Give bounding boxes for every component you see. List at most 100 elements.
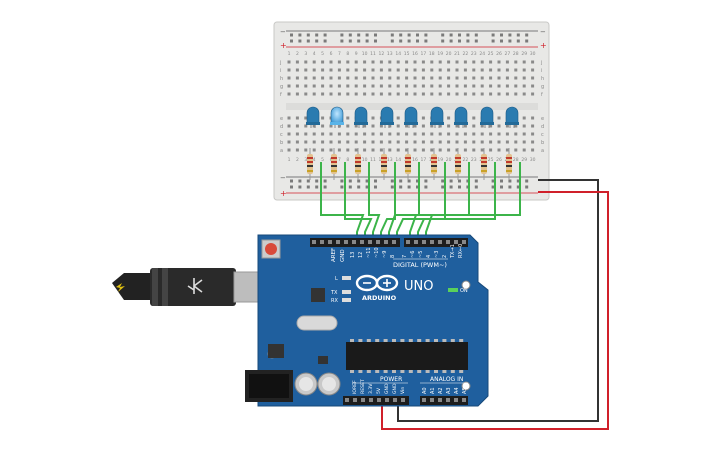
- terminal-hole[interactable]: [455, 124, 459, 128]
- terminal-hole[interactable]: [497, 132, 501, 136]
- rail-hole[interactable]: [323, 185, 327, 189]
- terminal-hole[interactable]: [329, 76, 333, 80]
- terminal-hole[interactable]: [463, 60, 467, 64]
- terminal-hole[interactable]: [396, 124, 400, 128]
- terminal-hole[interactable]: [405, 132, 409, 136]
- terminal-hole[interactable]: [337, 68, 341, 72]
- terminal-hole[interactable]: [463, 140, 467, 144]
- terminal-hole[interactable]: [447, 124, 451, 128]
- rail-hole[interactable]: [374, 39, 377, 43]
- terminal-hole[interactable]: [388, 76, 392, 80]
- rail-hole[interactable]: [500, 39, 503, 43]
- terminal-hole[interactable]: [295, 140, 299, 144]
- terminal-hole[interactable]: [480, 68, 484, 72]
- rail-hole[interactable]: [416, 39, 419, 43]
- terminal-hole[interactable]: [531, 84, 535, 88]
- terminal-hole[interactable]: [371, 92, 375, 96]
- terminal-hole[interactable]: [405, 92, 409, 96]
- terminal-hole[interactable]: [312, 76, 316, 80]
- rail-hole[interactable]: [357, 185, 361, 189]
- terminal-hole[interactable]: [295, 76, 299, 80]
- terminal-hole[interactable]: [371, 116, 375, 120]
- terminal-hole[interactable]: [354, 148, 358, 152]
- terminal-hole[interactable]: [472, 76, 476, 80]
- header-pin[interactable]: [353, 398, 357, 402]
- terminal-hole[interactable]: [321, 148, 325, 152]
- terminal-hole[interactable]: [304, 132, 308, 136]
- terminal-hole[interactable]: [346, 76, 350, 80]
- rail-hole[interactable]: [315, 33, 319, 37]
- rail-hole[interactable]: [340, 179, 344, 183]
- header-pin[interactable]: [438, 240, 442, 244]
- terminal-hole[interactable]: [396, 116, 400, 120]
- rail-hole[interactable]: [441, 33, 445, 37]
- rail-hole[interactable]: [348, 179, 352, 183]
- header-pin[interactable]: [376, 240, 380, 244]
- rail-hole[interactable]: [508, 33, 512, 37]
- rail-hole[interactable]: [407, 33, 411, 37]
- terminal-hole[interactable]: [472, 84, 476, 88]
- terminal-hole[interactable]: [312, 92, 316, 96]
- rail-hole[interactable]: [474, 33, 478, 37]
- terminal-hole[interactable]: [472, 116, 476, 120]
- terminal-hole[interactable]: [497, 60, 501, 64]
- terminal-hole[interactable]: [363, 84, 367, 88]
- terminal-hole[interactable]: [430, 132, 434, 136]
- terminal-hole[interactable]: [405, 68, 409, 72]
- terminal-hole[interactable]: [480, 60, 484, 64]
- terminal-hole[interactable]: [489, 76, 493, 80]
- rail-hole[interactable]: [500, 179, 503, 183]
- terminal-hole[interactable]: [413, 132, 417, 136]
- terminal-hole[interactable]: [354, 84, 358, 88]
- terminal-hole[interactable]: [413, 92, 417, 96]
- terminal-hole[interactable]: [497, 76, 501, 80]
- reset-button[interactable]: [265, 243, 277, 255]
- rail-hole[interactable]: [424, 39, 428, 43]
- rail-hole[interactable]: [399, 179, 403, 183]
- terminal-hole[interactable]: [505, 124, 509, 128]
- rail-hole[interactable]: [365, 179, 369, 183]
- header-pin[interactable]: [336, 240, 340, 244]
- terminal-hole[interactable]: [321, 68, 325, 72]
- terminal-hole[interactable]: [497, 84, 501, 88]
- terminal-hole[interactable]: [447, 140, 451, 144]
- terminal-hole[interactable]: [371, 124, 375, 128]
- terminal-hole[interactable]: [354, 60, 358, 64]
- rail-hole[interactable]: [474, 39, 478, 43]
- terminal-hole[interactable]: [522, 124, 526, 128]
- terminal-hole[interactable]: [295, 60, 299, 64]
- terminal-hole[interactable]: [421, 84, 425, 88]
- terminal-hole[interactable]: [421, 116, 425, 120]
- terminal-hole[interactable]: [505, 76, 509, 80]
- rail-hole[interactable]: [407, 185, 411, 189]
- rail-hole[interactable]: [474, 185, 478, 189]
- terminal-hole[interactable]: [421, 124, 425, 128]
- rail-hole[interactable]: [306, 39, 310, 43]
- terminal-hole[interactable]: [463, 84, 467, 88]
- terminal-hole[interactable]: [363, 76, 367, 80]
- terminal-hole[interactable]: [455, 76, 459, 80]
- terminal-hole[interactable]: [363, 148, 367, 152]
- terminal-hole[interactable]: [430, 84, 434, 88]
- terminal-hole[interactable]: [438, 68, 442, 72]
- terminal-hole[interactable]: [514, 140, 518, 144]
- terminal-hole[interactable]: [447, 132, 451, 136]
- rail-hole[interactable]: [508, 185, 512, 189]
- terminal-hole[interactable]: [522, 116, 526, 120]
- terminal-hole[interactable]: [447, 116, 451, 120]
- header-pin[interactable]: [454, 240, 458, 244]
- terminal-hole[interactable]: [346, 84, 350, 88]
- header-pin[interactable]: [392, 240, 396, 244]
- rail-hole[interactable]: [374, 33, 377, 37]
- terminal-hole[interactable]: [295, 148, 299, 152]
- terminal-hole[interactable]: [489, 148, 493, 152]
- terminal-hole[interactable]: [363, 140, 367, 144]
- terminal-hole[interactable]: [514, 76, 518, 80]
- rail-hole[interactable]: [357, 39, 361, 43]
- terminal-hole[interactable]: [472, 60, 476, 64]
- rail-hole[interactable]: [348, 39, 352, 43]
- header-pin[interactable]: [368, 240, 372, 244]
- terminal-hole[interactable]: [321, 84, 325, 88]
- terminal-hole[interactable]: [396, 76, 400, 80]
- terminal-hole[interactable]: [304, 68, 308, 72]
